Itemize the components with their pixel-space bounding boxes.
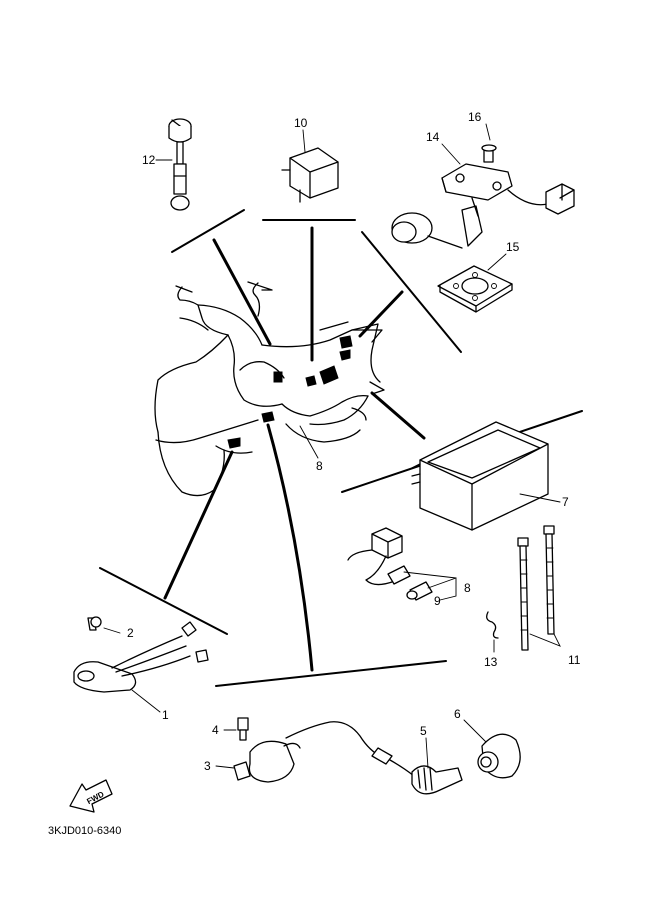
scooter-body bbox=[154, 281, 385, 497]
part-8-relay-harness bbox=[347, 527, 433, 601]
part-14-fuel-sender bbox=[391, 144, 575, 249]
part-5-plug-cap bbox=[411, 765, 463, 795]
part-13-clip bbox=[486, 611, 499, 639]
callouts: 12 10 14 16 15 7 8 8 9 11 13 2 1 4 3 5 6 bbox=[103, 110, 581, 773]
panel-separators bbox=[99, 209, 583, 687]
callout-1: 1 bbox=[162, 708, 169, 722]
part-6-boot bbox=[477, 733, 521, 779]
leader-lines bbox=[163, 226, 426, 672]
callout-11: 11 bbox=[568, 653, 581, 667]
callout-10: 10 bbox=[294, 116, 308, 130]
callout-13: 13 bbox=[484, 655, 498, 669]
callout-4: 4 bbox=[212, 723, 219, 737]
callout-12: 12 bbox=[142, 153, 156, 167]
part-12-sensor bbox=[168, 118, 192, 211]
callout-6: 6 bbox=[454, 707, 461, 721]
part-7-cdi-unit bbox=[411, 421, 549, 531]
part-10-relay bbox=[281, 147, 339, 203]
callout-7: 7 bbox=[562, 495, 569, 509]
callout-8-body: 8 bbox=[316, 459, 323, 473]
callout-15: 15 bbox=[506, 240, 520, 254]
part-11-cable-ties bbox=[517, 525, 555, 651]
fwd-arrow-icon: FWD bbox=[69, 779, 113, 813]
callout-9: 9 bbox=[434, 594, 441, 608]
callout-3: 3 bbox=[204, 759, 211, 773]
callout-8-relay: 8 bbox=[464, 581, 471, 595]
part-3-ignition-coil bbox=[233, 717, 415, 783]
part-1-harness bbox=[73, 616, 209, 693]
diagram-code: 3KJD010-6340 bbox=[48, 825, 121, 837]
part-15-gasket bbox=[437, 265, 513, 313]
callout-16: 16 bbox=[468, 110, 482, 124]
callout-5: 5 bbox=[420, 724, 427, 738]
callout-14: 14 bbox=[426, 130, 440, 144]
callout-2: 2 bbox=[127, 626, 134, 640]
